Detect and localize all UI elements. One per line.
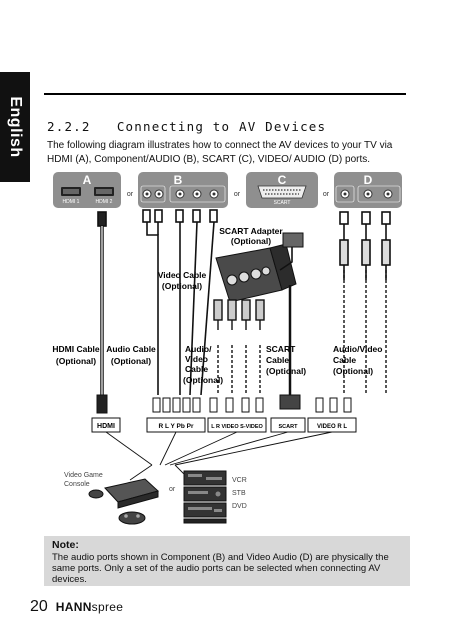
intro-paragraph: The following diagram illustrates how to… bbox=[47, 140, 393, 165]
panel-a-label: A bbox=[83, 173, 92, 187]
port-panel-b: B bbox=[138, 172, 228, 208]
av-device-ports: L R VIDEO S-VIDEO bbox=[211, 424, 263, 430]
game-console-label-2: Console bbox=[64, 481, 90, 488]
hdmi1-port-label: HDMI 1 bbox=[63, 199, 80, 205]
panel-c-label: C bbox=[278, 173, 287, 187]
game-console-label-1: Video Game bbox=[64, 472, 103, 479]
device-dvd: DVD bbox=[232, 503, 247, 510]
av-cable-d-label-2: Cable bbox=[333, 355, 356, 365]
device-connection-lines bbox=[105, 431, 333, 481]
scart-cable-label-1: SCART bbox=[266, 344, 296, 354]
av-cable-d-optional: (Optional) bbox=[333, 366, 373, 376]
scart-port-label: SCART bbox=[274, 200, 291, 206]
av-cable-label-3: Cable bbox=[185, 364, 208, 374]
page-footer: 20 HANNspree bbox=[30, 598, 123, 616]
video-cable-optional: (Optional) bbox=[162, 281, 202, 291]
game-console-illustration bbox=[88, 478, 160, 525]
note-title: Note: bbox=[52, 539, 79, 551]
port-panel-d: D bbox=[334, 172, 402, 208]
scart-adapter-label: SCART Adapter bbox=[219, 226, 283, 236]
av-cable-label-1: Audio/ bbox=[185, 344, 212, 354]
device-stb: STB bbox=[232, 490, 246, 497]
hdmi-device-port: HDMI bbox=[97, 423, 115, 430]
component-device-ports: R L Y Pb Pr bbox=[158, 423, 194, 430]
or-label-3: or bbox=[323, 191, 330, 198]
section-title: 2.2.2 Connecting to AV Devices bbox=[47, 119, 326, 134]
hdmi-cable-label: HDMI Cable bbox=[52, 344, 100, 354]
video-audio-device-ports: VIDEO R L bbox=[317, 424, 347, 430]
cables-top bbox=[97, 209, 391, 396]
av-cable-optional: (Optional) bbox=[183, 375, 223, 385]
scart-adapter bbox=[215, 232, 304, 303]
hdmi-cable-optional: (Optional) bbox=[56, 356, 96, 366]
section-number: 2.2.2 bbox=[47, 119, 91, 134]
scart-device-port: SCART bbox=[279, 424, 299, 430]
audio-cable-optional: (Optional) bbox=[111, 356, 151, 366]
av-device-stack bbox=[183, 470, 227, 524]
page-number: 20 bbox=[30, 598, 48, 615]
brand-bold: HANN bbox=[55, 600, 92, 614]
scart-cable-label-2: Cable bbox=[266, 355, 289, 365]
section-heading: Connecting to AV Devices bbox=[116, 119, 327, 134]
port-panel-a: A HDMI 1 HDMI 2 bbox=[53, 172, 121, 208]
note-box: Note: The audio ports shown in Component… bbox=[44, 536, 410, 586]
brand-logo: HANNspree bbox=[56, 600, 123, 614]
scart-cable-optional: (Optional) bbox=[266, 366, 306, 376]
scart-adapter-optional: (Optional) bbox=[231, 236, 271, 246]
device-port-bars: HDMI R L Y Pb Pr L R VIDEO S-VIDEO SCART… bbox=[91, 417, 357, 433]
top-rule bbox=[44, 93, 406, 95]
panel-b-label: B bbox=[174, 173, 183, 187]
av-cable-d-label-1: Audio/Video bbox=[333, 344, 382, 354]
brand-light: spree bbox=[91, 600, 124, 614]
or-label-2: or bbox=[234, 191, 241, 198]
video-cable-label: Video Cable bbox=[158, 270, 207, 280]
or-label-1: or bbox=[127, 191, 134, 198]
panel-d-label: D bbox=[364, 173, 373, 187]
av-cable-label-2: Video bbox=[185, 354, 208, 364]
adapter-output-cables bbox=[213, 270, 387, 395]
audio-cable-label: Audio Cable bbox=[106, 344, 156, 354]
hdmi2-port-label: HDMI 2 bbox=[96, 199, 113, 205]
bottom-plugs bbox=[96, 394, 352, 414]
or-label-4: or bbox=[169, 486, 176, 493]
language-tab: English bbox=[0, 72, 30, 182]
note-text: The audio ports shown in Component (B) a… bbox=[52, 552, 389, 585]
device-vcr: VCR bbox=[232, 477, 247, 484]
port-panel-c: C SCART bbox=[246, 172, 318, 208]
